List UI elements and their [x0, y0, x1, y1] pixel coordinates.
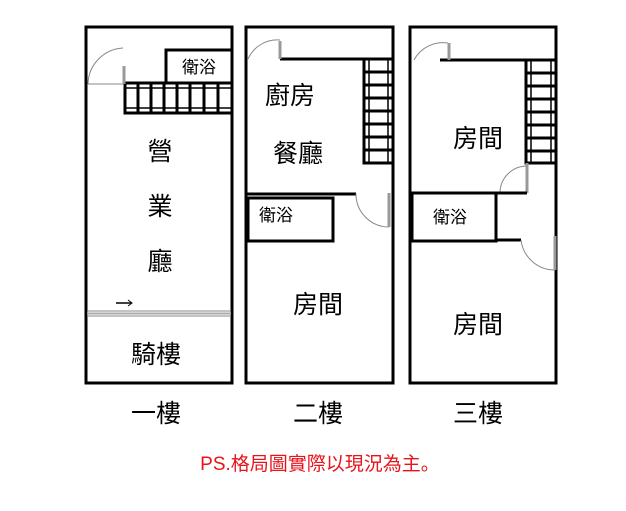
door-icon [499, 163, 529, 194]
room-label: 業 [147, 192, 172, 221]
arrow-right-icon [127, 299, 133, 307]
room-label: 衛浴 [433, 208, 467, 228]
room-label: 廚房 [265, 81, 315, 110]
door-icon [413, 42, 451, 61]
room-label: 衛浴 [259, 206, 293, 226]
room-label: 廳 [147, 247, 172, 276]
floor-3-outline [408, 25, 558, 385]
room-label: 餐廳 [273, 139, 323, 168]
floor-1-title: 一樓 [131, 399, 181, 428]
room-label: 營 [147, 137, 172, 166]
floor-3-stairs [524, 58, 558, 165]
floor-2-outline [244, 25, 395, 385]
room-label: 衛浴 [182, 58, 216, 78]
disclaimer-note: PS.格局圖實際以現況為主。 [200, 453, 440, 475]
door-icon [520, 236, 557, 271]
door-icon [355, 193, 391, 228]
floor-3-bath-wall [410, 191, 498, 243]
floor-2-stairs [362, 57, 395, 165]
floor-1-shutter [87, 299, 231, 317]
floor-1-plan: 衛浴 營 業 廳 騎樓 [84, 25, 234, 385]
floor-2-bath-wall [246, 196, 335, 243]
room-label: 騎樓 [131, 340, 181, 369]
floor-1-stairs [123, 81, 234, 115]
room-label: 房間 [453, 310, 503, 339]
floor-2-plan: 廚房 餐廳 衛浴 房間 [244, 25, 395, 385]
door-icon [247, 39, 282, 60]
room-label: 房間 [453, 124, 503, 153]
floor-1-outline [84, 25, 234, 385]
room-label: 房間 [293, 290, 343, 319]
door-icon [87, 47, 126, 85]
floor-2-title: 二樓 [293, 399, 343, 428]
floor-3-plan: 房間 衛浴 房間 [408, 25, 558, 385]
floor-3-title: 三樓 [453, 399, 503, 428]
